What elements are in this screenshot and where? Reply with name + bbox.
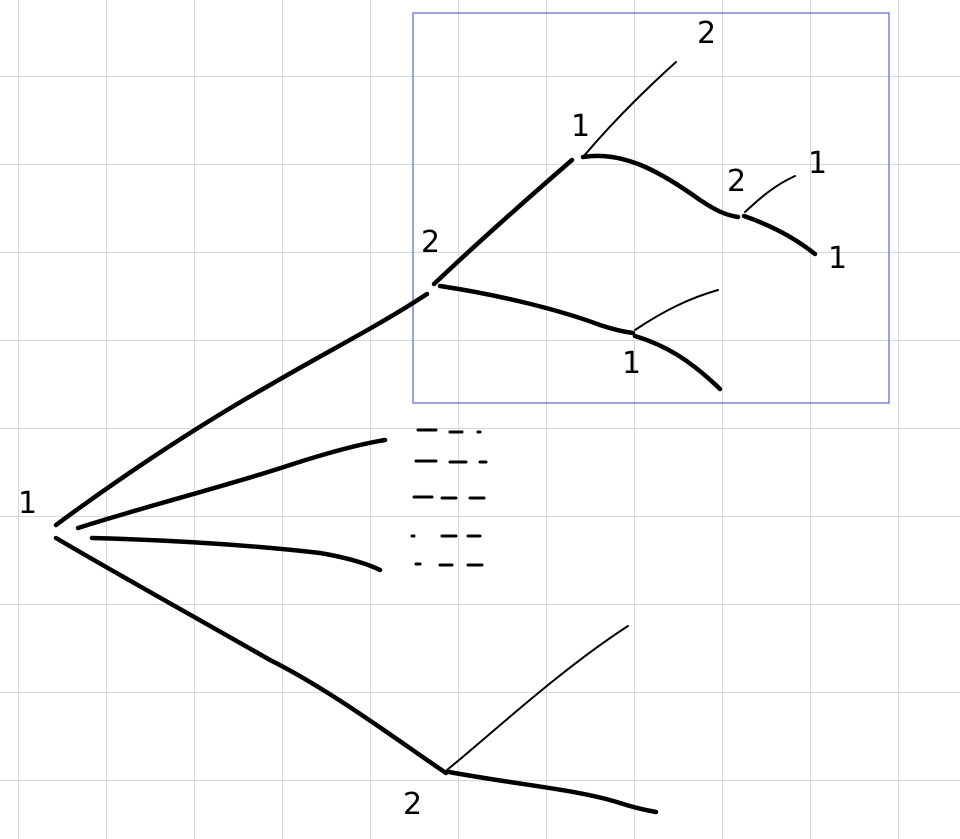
upper-bottom-child-label: 1 [622,346,641,381]
edge-root-to-upper [53,291,430,528]
edge-upper-to-bottom-child [437,283,636,336]
edge-top-child-to-leaf [582,61,677,158]
edge-lower-to-lower-leaf [446,769,659,815]
inner-leaf-bottom-label: 1 [828,241,847,276]
inner-leaf-top-label: 1 [808,146,827,181]
edge-bottom-child-to-upper-leaf [634,289,719,331]
edge-top-child-to-inner-choice [580,153,741,220]
edge-root-to-middle-top [75,437,388,531]
edge-inner-choice-to-bottom-leaf [741,213,818,257]
root-node-label: 1 [18,486,37,521]
edge-root-to-lower [53,535,449,776]
edge-inner-choice-to-top-leaf [744,175,796,213]
edge-bottom-child-to-lower-leaf [632,333,723,392]
upper-top-child-label: 1 [571,109,590,144]
edge-upper-to-top-child [431,157,575,287]
omitted-branches-marker [410,428,488,567]
edge-root-to-middle-bottom [89,535,383,573]
inner-choice-label: 2 [727,164,746,199]
lower-child-label: 2 [403,787,422,822]
upper-top-leaf-label: 2 [697,16,716,51]
upper-subtree-root-label: 2 [421,225,440,260]
edge-lower-to-upper-leaf [446,625,629,771]
highlight-box [412,12,890,404]
